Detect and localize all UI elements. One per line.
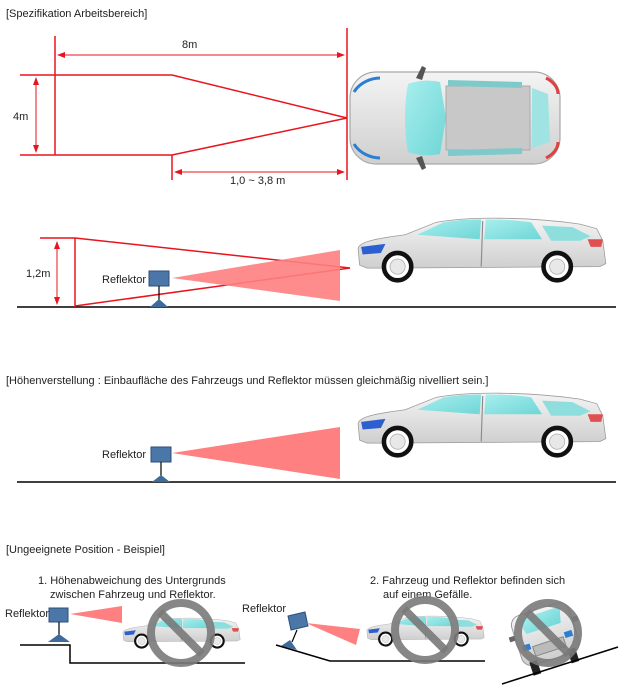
example2-text-line2: auf einem Gefälle.	[383, 589, 472, 601]
work-area-outline	[20, 74, 348, 156]
example-2: 2. Fahrzeug und Reflektor befinden sich …	[242, 575, 619, 685]
improper-heading: [Ungeeignete Position - Beispiel]	[6, 544, 165, 556]
reflector-1: Reflektor	[102, 270, 170, 307]
example-1: 1. Höhenabweichung des Untergrunds zwisc…	[5, 575, 245, 663]
slope-line	[501, 646, 619, 685]
beam-cone	[172, 250, 340, 301]
reflector-label: Reflektor	[5, 608, 49, 620]
example1-text-line1: 1. Höhenabweichung des Untergrunds	[38, 575, 226, 587]
reflector-2: Reflektor	[102, 446, 172, 482]
spec-heading: [Spezifikation Arbeitsbereich]	[6, 8, 147, 20]
example2-text-line1: 2. Fahrzeug und Reflektor befinden sich	[370, 575, 565, 587]
distance-label: 1,0 ~ 3,8 m	[230, 175, 285, 187]
reflector-label: Reflektor	[102, 449, 146, 461]
length-label: 8m	[182, 39, 197, 51]
reflector-label: Reflektor	[242, 603, 286, 615]
car-side-view	[358, 393, 606, 455]
top-view-dimensions: 8m 4m 1,0 ~ 3,8 m	[13, 28, 348, 187]
width-label: 4m	[13, 111, 28, 123]
leveling-heading: [Höhenverstellung : Einbaufläche des Fah…	[6, 375, 488, 387]
reflector-label: Reflektor	[102, 274, 146, 286]
car-top-view	[349, 66, 561, 170]
height-label: 1,2m	[26, 268, 50, 280]
example1-text-line2: zwischen Fahrzeug und Reflektor.	[50, 589, 216, 601]
car-side-view	[358, 218, 606, 280]
beam-cone	[172, 427, 340, 479]
side-view-dimensions: 1,2m	[17, 237, 360, 308]
stepped-ground-line	[20, 644, 245, 664]
